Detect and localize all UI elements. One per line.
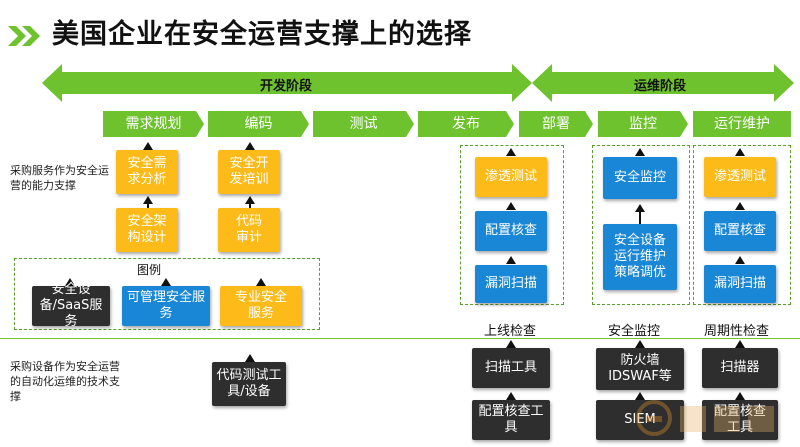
page-title: 美国企业在安全运营支撑上的选择 (52, 19, 472, 50)
device-support-note: 采购设备作为安全运营的自动化运维的技术支撑 (10, 360, 120, 403)
up-arrow-icon (143, 142, 153, 150)
code-audit: 代码审计 (218, 208, 280, 252)
dev-phase-arrow (42, 64, 532, 102)
up-arrow-icon (506, 256, 516, 264)
release-config-check: 配置核查 (475, 211, 547, 251)
stage-monitor: 监控 (598, 111, 688, 137)
legend-frame (14, 258, 320, 330)
double-chevron-icon (8, 26, 40, 46)
up-arrow-icon (735, 256, 745, 264)
security-architecture-design: 安全架构设计 (116, 208, 178, 252)
legend-managed-service: 可管理安全服务 (122, 286, 210, 326)
up-arrow-icon (735, 392, 745, 400)
up-arrow-icon (161, 278, 171, 286)
connector (639, 210, 641, 224)
stage-deploy: 部署 (519, 111, 593, 137)
config-check-tool: 配置核查工具 (472, 400, 550, 440)
ops-phase-label: 运维阶段 (634, 79, 687, 94)
maintenance-frame (693, 145, 791, 305)
up-arrow-icon (245, 354, 255, 362)
up-arrow-icon (506, 340, 516, 348)
maintenance-vuln-scan: 漏洞扫描 (704, 265, 776, 303)
security-requirements-analysis: 安全需求分析 (116, 150, 178, 194)
stage-maintenance: 运行维护 (693, 111, 791, 137)
maintenance-config-check: 配置核查 (704, 211, 776, 251)
code-test-tools: 代码测试工具/设备 (212, 362, 286, 406)
secure-dev-training: 安全开发培训 (218, 150, 280, 194)
up-arrow-icon (635, 148, 645, 156)
stage-testing: 测试 (313, 111, 414, 137)
siem: SIEM (596, 400, 684, 440)
stage-requirements: 需求规划 (103, 111, 204, 137)
up-arrow-icon (506, 148, 516, 156)
release-frame (460, 145, 564, 305)
up-arrow-icon (635, 204, 645, 212)
scan-tool: 扫描工具 (472, 348, 550, 388)
up-arrow-icon (245, 196, 255, 204)
monitor-heading: 安全监控 (608, 324, 661, 339)
up-arrow-icon (735, 202, 745, 210)
connector (147, 200, 149, 208)
up-arrow-icon (256, 278, 266, 286)
legend-title: 图例 (137, 263, 162, 277)
legend-professional-service: 专业安全服务 (220, 286, 302, 326)
dev-phase-label: 开发阶段 (260, 79, 313, 94)
watermark-logo-icon (636, 400, 774, 436)
firewall-ids-waf: 防火墙IDSWAF等 (596, 348, 684, 390)
monitor-frame (592, 145, 690, 305)
release-pentest: 渗透测试 (475, 157, 547, 197)
up-arrow-icon (506, 202, 516, 210)
maintenance-pentest: 渗透测试 (704, 157, 776, 197)
config-check-tool-2: 配置核查工具 (702, 400, 778, 440)
stage-release: 发布 (418, 111, 514, 137)
periodic-check-heading: 周期性检查 (704, 324, 770, 339)
ops-phase-arrow (532, 64, 794, 102)
up-arrow-icon (635, 340, 645, 348)
up-arrow-icon (65, 278, 75, 286)
up-arrow-icon (635, 392, 645, 400)
stage-coding: 编码 (208, 111, 309, 137)
device-maintenance-policy-tuning: 安全设备运行维护策略调优 (603, 224, 677, 290)
up-arrow-icon (735, 340, 745, 348)
security-monitoring: 安全监控 (603, 157, 677, 199)
up-arrow-icon (143, 196, 153, 204)
up-arrow-icon (735, 148, 745, 156)
legend-security-device: 安全设备/SaaS服务 (32, 282, 110, 329)
release-vuln-scan: 漏洞扫描 (475, 265, 547, 303)
online-check-heading: 上线检查 (484, 324, 537, 339)
up-arrow-icon (506, 392, 516, 400)
section-divider (0, 338, 800, 339)
connector (249, 200, 251, 208)
scanner: 扫描器 (702, 348, 778, 388)
up-arrow-icon (245, 142, 255, 150)
service-support-note: 采购服务作为安全运营的能力支撑 (10, 164, 109, 192)
